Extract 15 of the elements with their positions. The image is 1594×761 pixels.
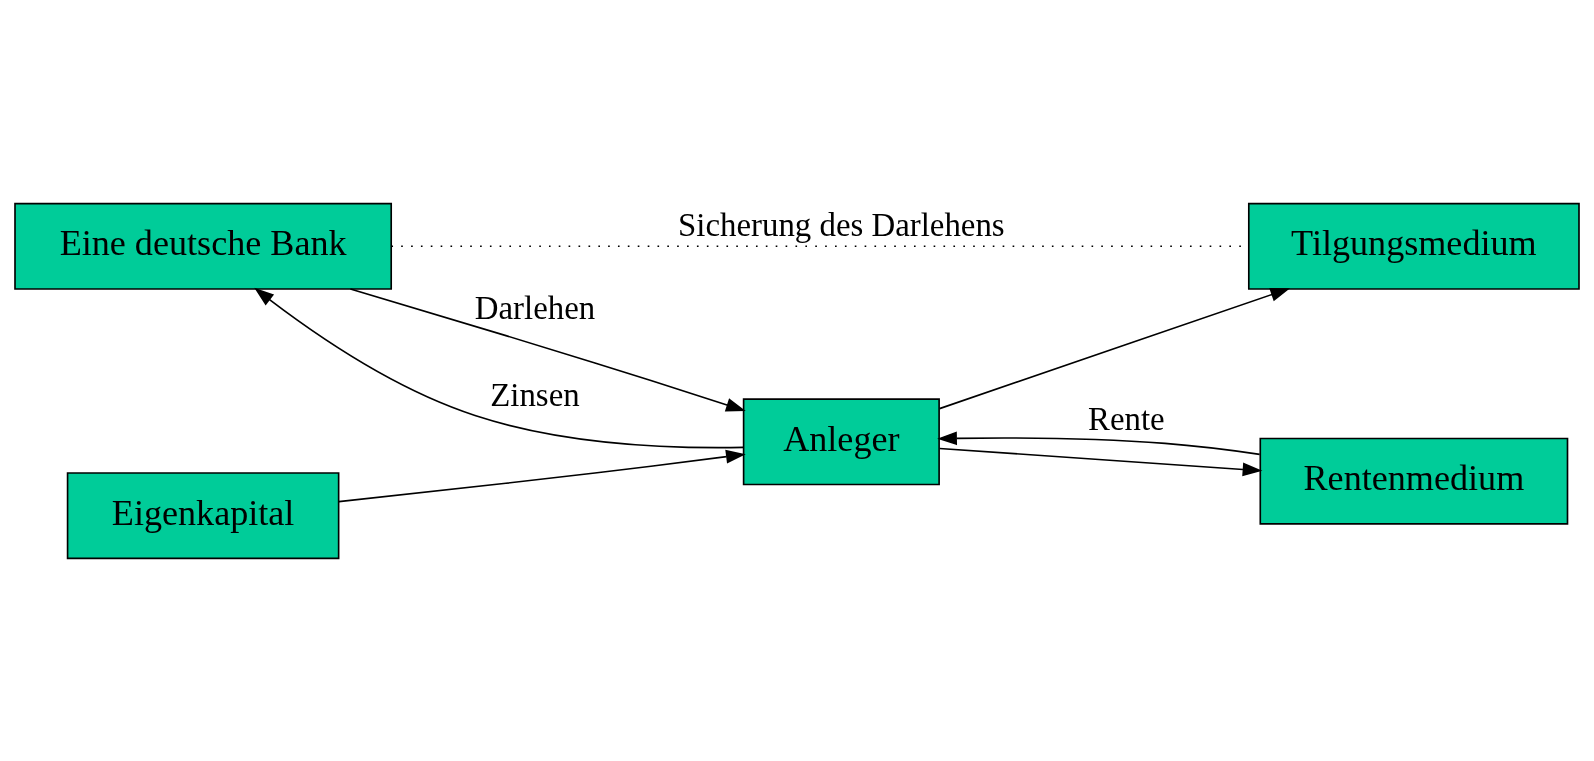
- arrow: [938, 287, 1291, 409]
- arrow: [254, 287, 745, 448]
- edge-label: Darlehen: [474, 289, 596, 326]
- node-box: Rentenmedium: [1259, 437, 1569, 525]
- node-box: Anleger: [742, 397, 940, 485]
- arrow: [937, 430, 1261, 455]
- edge-label: Rente: [1088, 400, 1165, 437]
- arrow: [938, 447, 1263, 476]
- node-box: Tilgungsmedium: [1247, 202, 1580, 290]
- node-box: Eine deutsche Bank: [14, 202, 393, 290]
- arrow: [338, 449, 746, 502]
- edge-label: Sicherung des Darlehens: [678, 206, 1005, 243]
- arrow: [349, 287, 746, 411]
- node-box: Eigenkapital: [66, 471, 340, 559]
- edge-label: Zinsen: [490, 376, 580, 413]
